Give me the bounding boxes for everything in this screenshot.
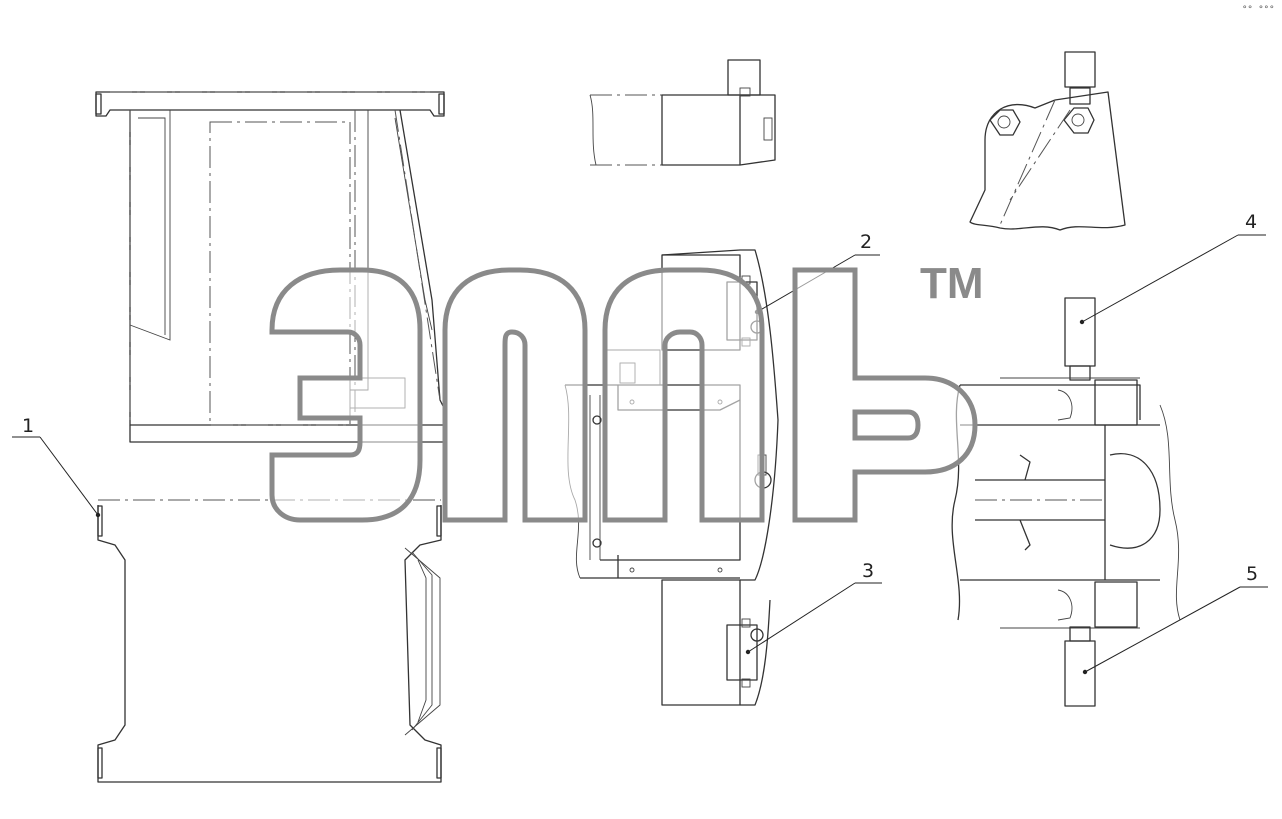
corner-mark: °° °°°	[1242, 5, 1275, 15]
callout-2-label: 2	[860, 231, 872, 253]
callout-1-label: 1	[22, 415, 34, 437]
callout-2: 2	[754, 231, 880, 315]
callout-5-label: 5	[1246, 563, 1258, 585]
callout-3-label: 3	[862, 560, 874, 582]
watermark-logo: TM	[269, 259, 984, 523]
bracket-detail-top	[589, 59, 776, 166]
callout-5: 5	[1082, 563, 1268, 675]
callout-1: 1	[12, 415, 101, 518]
callout-4-label: 4	[1245, 211, 1257, 233]
axle-mount-assembly	[951, 297, 1181, 707]
callout-3: 3	[745, 560, 882, 655]
watermark-trademark: TM	[920, 259, 984, 308]
callout-4: 4	[1079, 211, 1266, 325]
bracket-detail-right	[969, 51, 1126, 231]
lower-plate-view	[97, 499, 442, 783]
